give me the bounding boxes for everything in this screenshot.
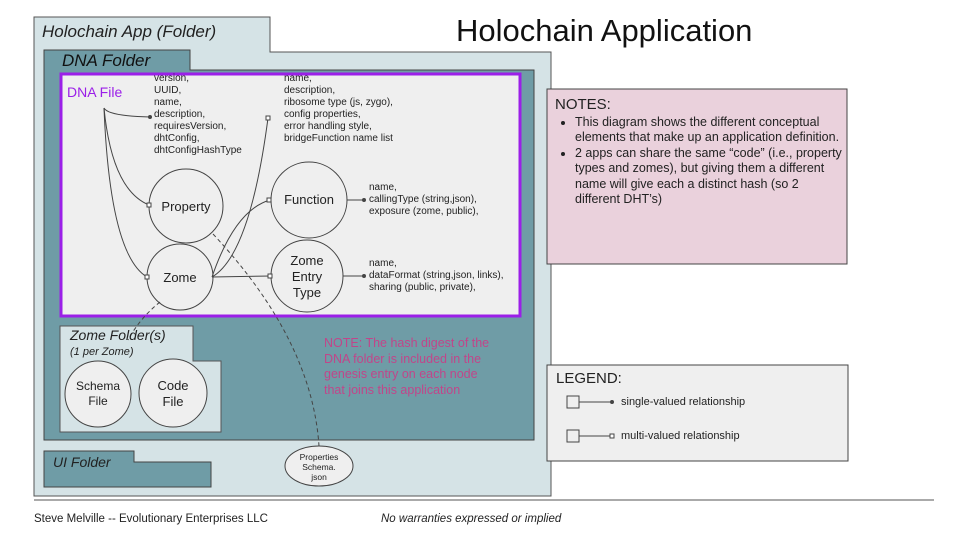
zome-properties: name, description, ribosome type (js, zy… — [284, 73, 393, 145]
page-title: Holochain Application — [456, 13, 753, 48]
hash-note-line: NOTE: The hash digest of the — [324, 336, 490, 350]
properties-schema-label: Properties Schema. json — [285, 452, 353, 482]
zome-folder-label: Zome Folder(s) — [70, 327, 166, 343]
function-label: Function — [284, 192, 334, 207]
property-label: Property — [161, 199, 211, 214]
entry-type-line: Zome — [290, 253, 324, 268]
hash-note-line: that joins this application — [324, 382, 461, 397]
notes-box — [546, 88, 848, 265]
dna-prop-line: description, — [154, 109, 206, 120]
zome-prop-line: config properties, — [284, 109, 361, 120]
dna-to-props-connector — [103, 107, 151, 118]
entry-type-prop-line: sharing (public, private), — [369, 282, 476, 293]
function-prop-line: name, — [369, 182, 397, 193]
dna-prop-line: dhtConfigHashType — [154, 145, 242, 156]
notes-item: This diagram shows the different concept… — [575, 115, 843, 146]
dna-to-property-connector — [103, 107, 150, 206]
function-properties: name, callingType (string,json), exposur… — [369, 182, 479, 218]
hash-note-line: DNA folder is included in the — [324, 351, 482, 366]
properties-schema-line: json — [311, 472, 327, 482]
function-prop-line: callingType (string,json), — [369, 194, 477, 205]
entry-type-line: Type — [292, 285, 322, 300]
zome-folder-sublabel: (1 per Zome) — [70, 346, 134, 358]
hash-note-line: genesis entry on each node — [324, 367, 478, 381]
app-folder-label: Holochain App (Folder) — [42, 22, 217, 41]
dna-prop-line: requiresVersion, — [154, 121, 227, 132]
notes-list: This diagram shows the different concept… — [555, 115, 843, 208]
zome-prop-line: name, — [284, 73, 312, 84]
code-file-line: File — [162, 394, 184, 409]
properties-schema-line: Schema. — [302, 462, 336, 472]
dna-prop-line: UUID, — [154, 85, 182, 96]
legend-single-label: single-valued relationship — [621, 396, 746, 408]
zome-to-entry-type-connector — [211, 275, 272, 278]
notes-heading: NOTES: — [555, 96, 611, 113]
legend-multi-box — [566, 429, 580, 443]
notes-item: 2 apps can share the same “code” (i.e., … — [575, 146, 843, 208]
legend-multi-label: multi-valued relationship — [621, 430, 740, 442]
schema-file-node — [64, 360, 132, 428]
dna-prop-line: name, — [154, 97, 182, 108]
legend-heading: LEGEND: — [556, 370, 622, 387]
code-file-line: Code — [157, 378, 189, 393]
schema-file-line: Schema — [75, 379, 121, 393]
zome-entry-type-label: Zome Entry Type — [271, 253, 343, 301]
footer-author: Steve Melville -- Evolutionary Enterpris… — [34, 513, 268, 525]
code-file-node — [138, 358, 208, 428]
property-to-schema-connector — [212, 233, 320, 447]
dna-file-label: DNA File — [67, 84, 123, 100]
dna-file-properties: version, UUID, name, description, requir… — [154, 73, 242, 157]
notes-panel: NOTES: This diagram shows the different … — [555, 97, 843, 208]
hash-note: NOTE: The hash digest of the DNA folder … — [324, 336, 489, 398]
zome-prop-line: bridgeFunction name list — [284, 133, 393, 144]
dna-prop-line: version, — [154, 73, 190, 84]
entry-type-properties: name, dataFormat (string,json, links), s… — [369, 258, 504, 294]
entry-type-line: Entry — [291, 269, 323, 284]
legend-single-box — [566, 395, 580, 409]
legend-box — [546, 364, 849, 462]
zome-to-function-connector — [211, 199, 271, 278]
zome-prop-line: ribosome type (js, zygo), — [284, 97, 393, 108]
function-prop-line: exposure (zome, public), — [369, 206, 479, 217]
code-file-label: Code File — [139, 378, 207, 410]
zome-to-zome-props-connector — [211, 117, 269, 278]
footer-disclaimer: No warranties expressed or implied — [381, 513, 562, 525]
entry-type-prop-line: dataFormat (string,json, links), — [369, 270, 504, 281]
schema-file-label: Schema File — [65, 379, 131, 409]
properties-schema-line: Properties — [299, 452, 339, 462]
zome-label: Zome — [163, 270, 197, 285]
entry-type-prop-line: name, — [369, 258, 397, 269]
zome-to-zome-folder-connector — [127, 301, 161, 341]
dna-folder-label: DNA Folder — [62, 51, 151, 70]
zome-prop-line: error handling style, — [284, 121, 372, 132]
zome-prop-line: description, — [284, 85, 336, 96]
schema-file-line: File — [88, 394, 108, 408]
dna-to-zome-connector — [103, 107, 148, 278]
ui-folder-label: UI Folder — [53, 454, 111, 470]
dna-prop-line: dhtConfig, — [154, 133, 200, 144]
ui-folder-shape — [43, 450, 212, 488]
